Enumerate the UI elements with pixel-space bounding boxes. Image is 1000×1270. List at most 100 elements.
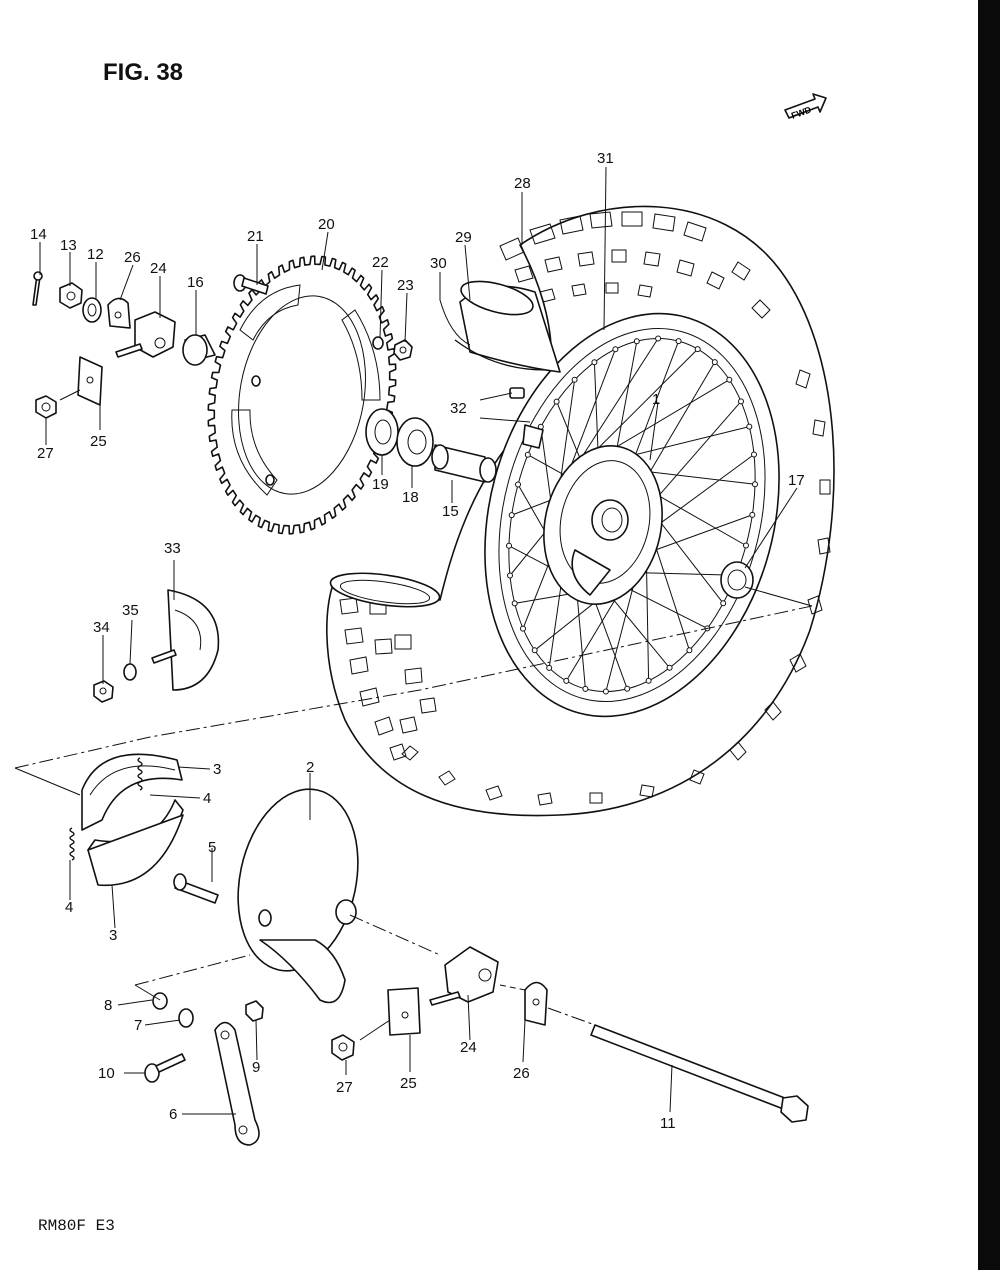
callout-26-lower: 26 — [513, 1065, 530, 1082]
model-code-footer: RM80F E3 — [38, 1217, 115, 1235]
oil-seal — [365, 408, 399, 456]
spoke-nipple-dot — [511, 600, 518, 607]
spoke-nipple-dot — [507, 572, 513, 579]
brake-arm — [214, 1021, 260, 1146]
callout-2: 2 — [306, 759, 314, 776]
spoke-nipple-dot — [508, 512, 515, 519]
brake-spring-upper — [137, 757, 143, 791]
spoke — [645, 554, 650, 681]
brake-spring-lower — [69, 827, 75, 861]
callout-19: 19 — [372, 476, 389, 493]
callout-23: 23 — [397, 277, 414, 294]
callout-15: 15 — [442, 503, 459, 520]
bearing — [396, 417, 434, 467]
spoke — [593, 362, 599, 458]
spoke — [607, 592, 670, 669]
spoke — [605, 573, 638, 692]
spoke-nipple-dot — [591, 359, 598, 366]
washer — [82, 297, 102, 323]
inner-tube — [454, 339, 546, 371]
callout-30: 30 — [430, 255, 447, 272]
assembly-lines — [14, 586, 813, 1026]
callout-10: 10 — [98, 1065, 115, 1082]
callout-33: 33 — [164, 540, 181, 557]
spoke-nipple-dot — [524, 451, 531, 458]
chain-adjuster-lower — [429, 946, 499, 1006]
spoke — [582, 348, 699, 464]
spoke-nipple-dot — [633, 338, 640, 345]
brake-panel — [237, 788, 359, 1004]
spoke — [648, 401, 742, 508]
callout-7: 7 — [134, 1017, 142, 1034]
spoke-nipple-dot — [743, 542, 749, 549]
spoke-nipple-dot — [666, 664, 673, 671]
spoke-nipple-dot — [751, 451, 757, 458]
spoke — [637, 572, 737, 576]
adjuster-block-lower — [387, 987, 421, 1036]
spoke-nipple-dot — [655, 335, 662, 342]
brake-washer — [178, 1008, 194, 1028]
spoke — [556, 401, 583, 464]
spoke-nipple-dot — [612, 346, 619, 353]
adjuster-block-upper — [77, 356, 103, 406]
callout-25-lower: 25 — [400, 1075, 417, 1092]
spoke-nipple-dot — [645, 677, 652, 684]
spoke — [650, 454, 755, 531]
spoke-nipple-dot — [571, 376, 578, 383]
figure-title: FIG. 38 — [103, 59, 183, 86]
brake-arm-nut — [245, 1000, 264, 1022]
forward-direction-arrow-icon: FWD — [784, 93, 827, 121]
rim-band — [459, 280, 561, 373]
rear-axle — [590, 1024, 809, 1123]
wheel-hub — [543, 445, 663, 605]
sprocket-nut — [393, 339, 413, 361]
spoke-nipple-dot — [694, 346, 701, 353]
callout-labels: 1 2 3 3 4 4 5 6 7 8 9 10 11 12 13 14 15 … — [30, 150, 805, 1132]
scan-edge-border — [978, 0, 1000, 1270]
callout-35: 35 — [122, 602, 139, 619]
spoke-nipple — [509, 387, 544, 449]
spoke — [565, 586, 624, 682]
callout-14: 14 — [30, 226, 47, 243]
callout-9: 9 — [252, 1059, 260, 1076]
rear-sprocket — [207, 255, 397, 535]
chain-adjuster-upper — [115, 311, 176, 358]
spoke-nipple-dot — [720, 600, 727, 607]
chain-guard — [167, 589, 220, 691]
callout-17: 17 — [788, 472, 805, 489]
cotter-pin — [32, 271, 43, 306]
callout-8: 8 — [104, 997, 112, 1014]
spoke-nipple-dot — [711, 359, 718, 366]
chain-guard-nut — [93, 680, 114, 703]
spoke-nipple-dot — [515, 481, 521, 488]
wheel-spacer — [720, 561, 754, 599]
spoke-nipple-dot — [546, 664, 553, 671]
spoke-nipple-dot — [531, 647, 538, 654]
spoke-nipple-dot — [752, 481, 758, 488]
spoke-nipple-dot — [749, 511, 756, 518]
brake-shoe-upper — [81, 753, 183, 831]
brake-shoe-lower — [87, 799, 184, 887]
callout-11: 11 — [660, 1115, 676, 1132]
spoke — [629, 340, 680, 470]
callout-32: 32 — [450, 400, 467, 417]
spoke-nipple-dot — [553, 398, 560, 405]
callout-29: 29 — [455, 229, 472, 246]
spoke — [641, 361, 716, 486]
callout-24-upper: 24 — [150, 260, 167, 277]
spoke — [650, 531, 690, 651]
spoke — [599, 379, 730, 458]
callout-25-upper: 25 — [90, 433, 107, 450]
callout-4-left: 4 — [65, 899, 73, 916]
spoke — [646, 514, 753, 554]
chain-guard-bolt — [151, 649, 177, 664]
callout-27-upper: 27 — [37, 445, 54, 462]
spoke-nipple-dot — [675, 338, 682, 345]
spoke — [590, 590, 628, 689]
callout-3-upper: 3 — [213, 761, 221, 778]
callout-3-lower: 3 — [109, 927, 117, 944]
axle-nut-lower — [331, 1034, 355, 1061]
callout-34: 34 — [93, 619, 110, 636]
chain-guard-washer — [123, 663, 137, 681]
